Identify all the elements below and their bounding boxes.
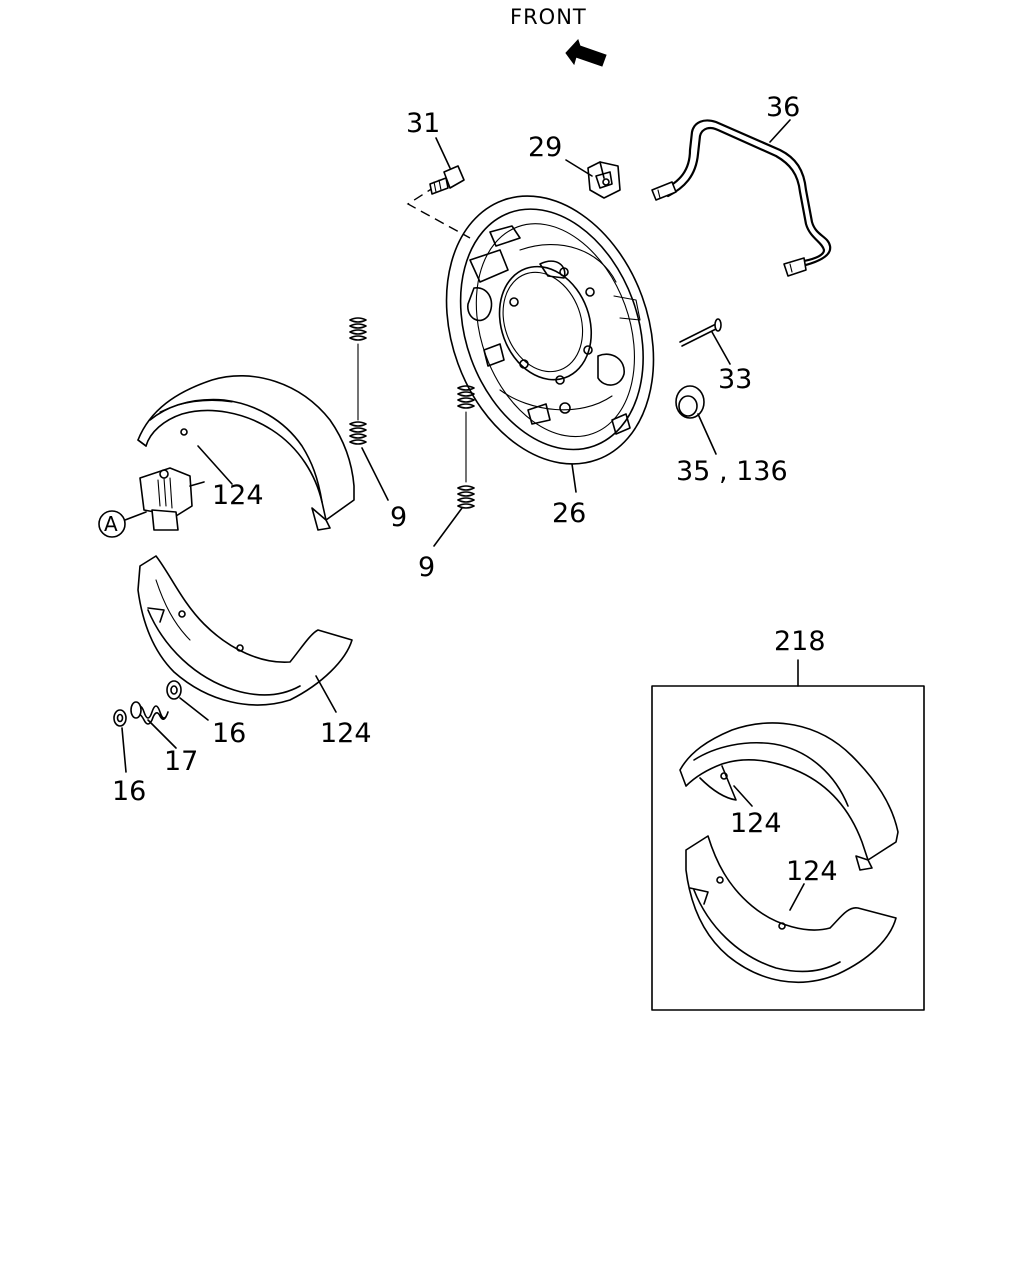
return-spring-upper [349,317,367,445]
kit-shoe-upper [679,722,899,871]
adjuster-spring [130,701,169,725]
kit-box [651,685,925,1011]
wheel-cylinder-drawing [139,467,205,531]
bracket-drawing [587,161,621,199]
part-label-124-kit-upper: 124 [730,808,782,839]
part-labels: 31 29 36 33 35 , 136 26 9 9 124 124 16 1… [112,92,838,887]
bolt-guide-line [406,185,471,239]
callout-letter: A [104,512,118,536]
callout-circle [98,510,126,538]
part-label-16-right: 16 [212,718,246,749]
front-label: FRONT [510,5,587,29]
part-label-35-136: 35 , 136 [676,456,788,487]
plug-drawing [675,385,705,419]
part-label-124-shoe-lower: 124 [320,718,372,749]
part-label-16-left: 16 [112,776,146,807]
part-label-36: 36 [766,92,800,123]
part-label-17: 17 [164,746,198,777]
part-label-33: 33 [718,364,752,395]
front-arrow-icon [565,39,607,67]
adjuster-washer-right [166,680,182,700]
part-label-26: 26 [552,498,586,529]
brake-shoe-upper [137,375,355,531]
part-label-124-kit-lower: 124 [786,856,838,887]
kit-shoe-lower [685,835,897,984]
leader-lines [121,119,805,911]
part-label-9-lower: 9 [418,552,435,583]
part-label-29: 29 [528,132,562,163]
adjuster-washer-left [113,709,127,727]
brake-pipe-drawing [651,119,832,277]
part-label-124-shoe-upper: 124 [212,480,264,511]
bolt-drawing [429,165,465,195]
pin-drawing [679,318,722,347]
backing-plate-drawing [445,195,655,465]
part-label-31: 31 [406,108,440,139]
part-label-9-upper: 9 [390,502,407,533]
return-spring-lower [457,385,475,509]
brake-shoe-lower [137,555,353,706]
kit-box-label: 218 [774,626,826,657]
